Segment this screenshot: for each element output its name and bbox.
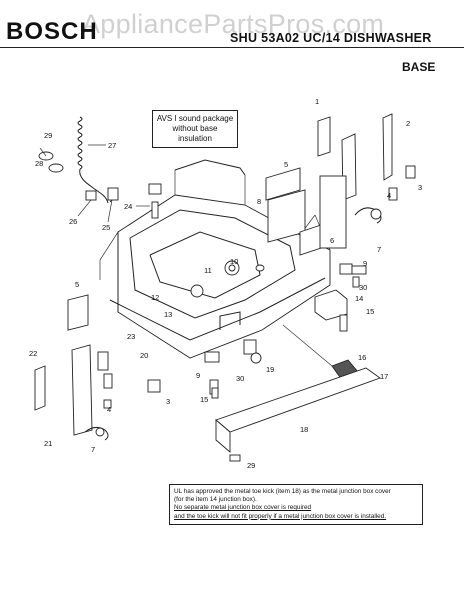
brand-logo: BOSCH xyxy=(6,18,98,45)
callout-23: 23 xyxy=(127,332,135,341)
section-title: BASE xyxy=(402,60,436,74)
callout-labels: 1 2 3 4 5 6 7 8 9 10 11 12 13 14 15 16 1… xyxy=(29,97,422,470)
callout-9: 9 xyxy=(363,259,367,268)
callout-3b: 3 xyxy=(166,397,170,406)
callout-28: 28 xyxy=(35,159,43,168)
part-27-spring xyxy=(77,116,112,204)
ul-note-box: UL has approved the metal toe kick (item… xyxy=(169,484,423,525)
callout-6: 6 xyxy=(330,236,334,245)
parts-lower-left xyxy=(34,294,262,441)
callout-15b: 15 xyxy=(200,395,208,404)
small-hardware-left xyxy=(77,183,162,223)
callout-4: 4 xyxy=(387,191,391,200)
callout-8: 8 xyxy=(257,197,261,206)
callout-20: 20 xyxy=(140,351,148,360)
avs-note-line2: without base insulation xyxy=(172,124,218,143)
header-divider xyxy=(0,47,464,48)
avs-note-box: AVS I sound package without base insulat… xyxy=(152,110,238,148)
callout-5b: 5 xyxy=(75,280,79,289)
callout-19: 19 xyxy=(266,365,274,374)
ul-note-line1: UL has approved the metal toe kick (item… xyxy=(174,488,391,495)
model-title: SHU 53A02 UC/14 DISHWASHER xyxy=(230,31,432,45)
callout-21: 21 xyxy=(44,439,52,448)
callout-22: 22 xyxy=(29,349,37,358)
callout-15: 15 xyxy=(366,307,374,316)
callout-29b: 29 xyxy=(247,461,255,470)
callout-11: 11 xyxy=(204,266,212,275)
parts-right xyxy=(265,113,416,381)
callout-7: 7 xyxy=(377,245,381,254)
callout-24: 24 xyxy=(124,202,132,211)
callout-26: 26 xyxy=(69,217,77,226)
callout-12: 12 xyxy=(151,293,159,302)
callout-1: 1 xyxy=(315,97,319,106)
part-18-toe-kick xyxy=(215,367,381,462)
part-28-clamps xyxy=(38,147,64,173)
callout-14: 14 xyxy=(355,294,363,303)
callout-29: 29 xyxy=(44,131,52,140)
callout-4b: 4 xyxy=(107,405,111,414)
callout-30b: 30 xyxy=(236,374,244,383)
callout-13: 13 xyxy=(164,310,172,319)
watermark: AppliancePartsPros.com xyxy=(82,9,385,39)
callout-2: 2 xyxy=(406,119,410,128)
ul-note-line3: No separate metal junction box cover is … xyxy=(174,504,312,512)
callout-10: 10 xyxy=(230,257,238,266)
callout-9b: 9 xyxy=(196,371,200,380)
callout-5: 5 xyxy=(284,160,288,169)
callout-27: 27 xyxy=(108,141,116,150)
callout-7b: 7 xyxy=(91,445,95,454)
callout-16: 16 xyxy=(358,353,366,362)
callout-3: 3 xyxy=(418,183,422,192)
callout-17: 17 xyxy=(380,372,388,381)
callout-30: 30 xyxy=(359,283,367,292)
callout-25: 25 xyxy=(102,223,110,232)
avs-note-line1: AVS I sound package xyxy=(156,114,234,123)
ul-note-line4: and the toe kick will not fit properly i… xyxy=(174,512,387,520)
callout-18: 18 xyxy=(300,425,308,434)
ul-note-line2: (for the item 14 junction box). xyxy=(174,496,257,504)
